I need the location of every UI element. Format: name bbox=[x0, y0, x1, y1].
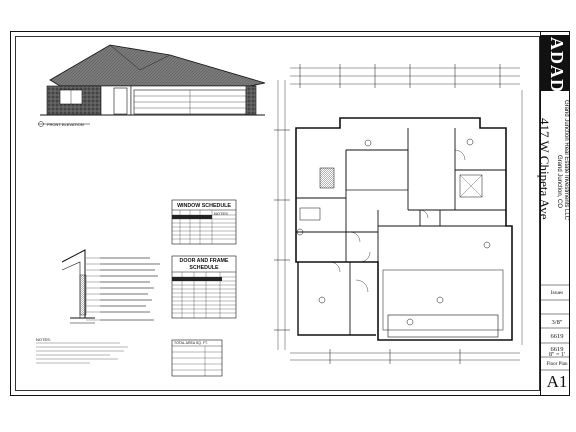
sheet-border bbox=[10, 31, 570, 396]
project-address: 417 W Chipeta Ave bbox=[537, 118, 552, 220]
window-schedule-notes-header: NOTES bbox=[214, 211, 228, 216]
field-date-1: 6619 bbox=[550, 333, 564, 340]
field-scale: 3/8" bbox=[551, 319, 563, 326]
sheet-name: Floor Plan bbox=[546, 362, 568, 367]
field-date-2: 6619 bbox=[550, 346, 564, 353]
door-schedule-table bbox=[171, 255, 237, 319]
field-size: 8" = 1' bbox=[549, 352, 565, 358]
area-table-header: TOTAL AREA SQ. FT. bbox=[174, 341, 208, 345]
firm-logo: ADAD bbox=[541, 35, 569, 91]
notes-lines bbox=[36, 342, 128, 364]
door-schedule-title-line2: SCHEDULE bbox=[189, 265, 219, 271]
client-name: Grand Junction Real Estate Investments L… bbox=[563, 100, 569, 221]
front-elevation bbox=[38, 44, 266, 127]
firm-logo-text: ADAD bbox=[547, 37, 567, 91]
issues-label: Issues bbox=[550, 291, 564, 296]
client-location: Grand Junction, CO bbox=[556, 155, 562, 209]
area-table bbox=[171, 339, 223, 377]
window-schedule-title: WINDOW SCHEDULE bbox=[177, 203, 231, 209]
title-block bbox=[540, 31, 570, 396]
door-schedule-title-line1: DOOR AND FRAME bbox=[179, 258, 229, 264]
floor-plan bbox=[274, 64, 523, 364]
notes-header: NOTES: bbox=[36, 337, 51, 342]
elevation-label: FRONT ELEVATION bbox=[47, 122, 84, 127]
sheet-number: A1 bbox=[546, 372, 568, 391]
wall-section-detail bbox=[61, 249, 160, 324]
title-block-lines bbox=[540, 284, 570, 371]
drawing-area-border bbox=[15, 36, 540, 391]
window-schedule-table bbox=[171, 199, 237, 245]
